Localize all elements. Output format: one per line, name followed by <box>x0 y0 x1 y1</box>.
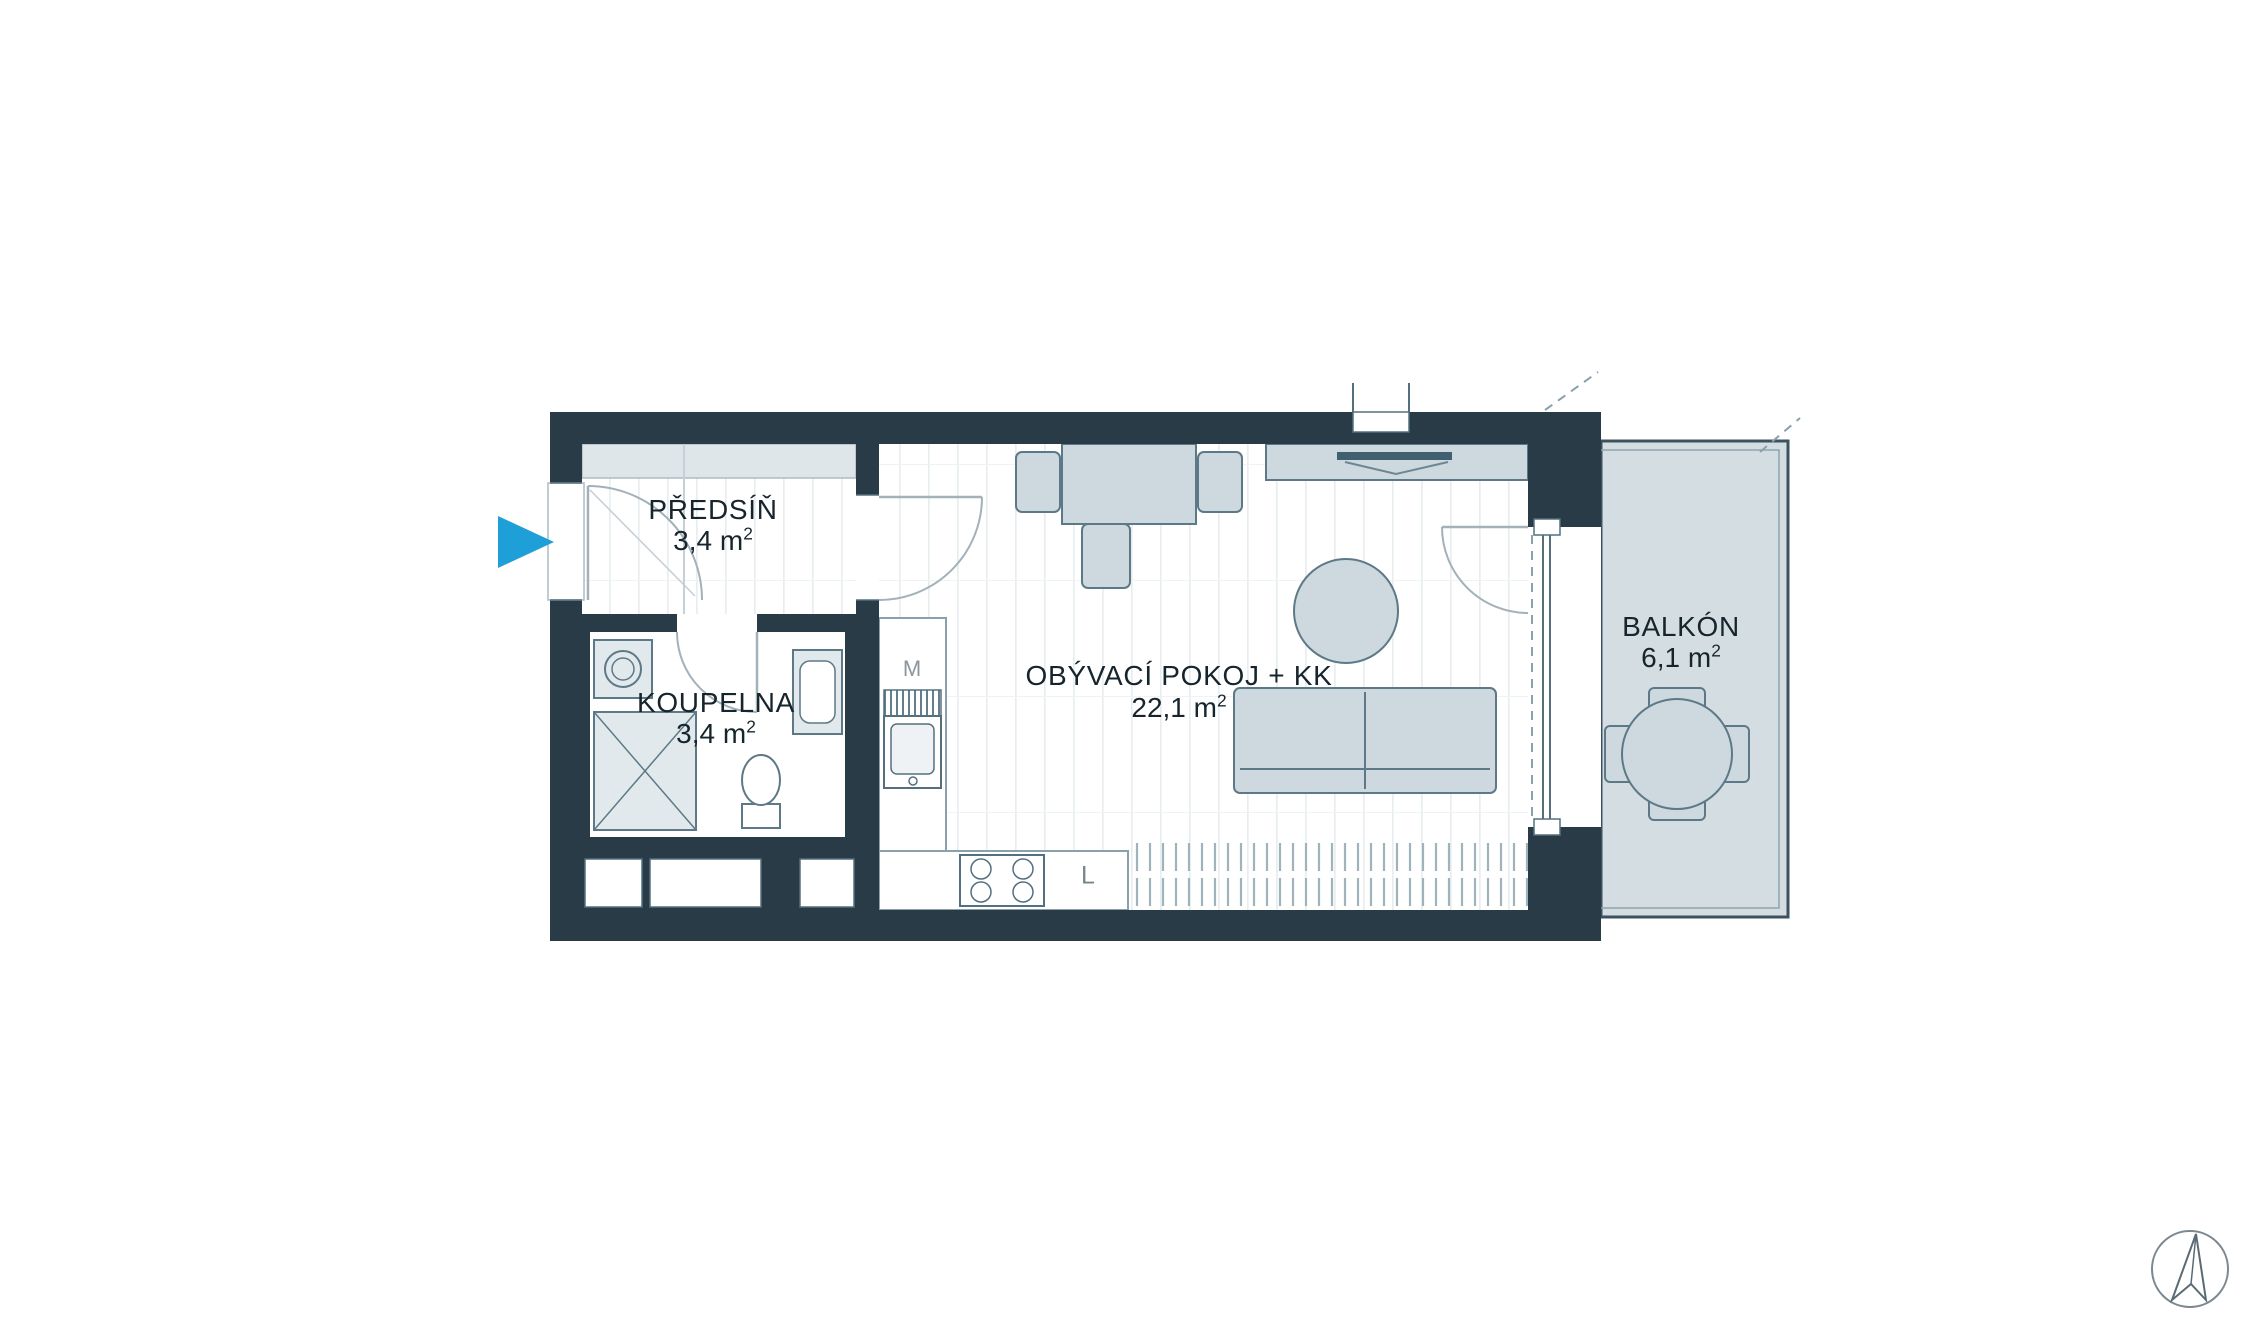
bathroom-fixtures <box>593 639 843 831</box>
wall-notch <box>1352 411 1410 433</box>
shower <box>593 711 697 831</box>
room-area-koupelna: 3,4 m2 <box>676 716 756 749</box>
room-label-obyvaci-pokoj: OBÝVACÍ POKOJ + KK <box>1025 660 1333 691</box>
room-area-balkon: 6,1 m2 <box>1641 640 1721 673</box>
bathroom-sink <box>792 649 843 735</box>
kitchen <box>878 617 1528 911</box>
glass-door-frame-bottom <box>1533 818 1561 836</box>
dining-chair-front <box>1081 523 1131 589</box>
wall-niches <box>584 858 855 908</box>
room-label-koupelna: KOUPELNA <box>636 687 796 718</box>
living-room-floor <box>879 444 1528 910</box>
wall-right-top <box>1528 412 1601 527</box>
entrance-door-arc <box>587 485 703 601</box>
balcony <box>1599 439 1790 919</box>
niche-2 <box>649 858 762 908</box>
entrance-door-opening <box>547 482 585 601</box>
wall-top <box>550 412 1601 444</box>
appliance-marker-m: M <box>902 656 922 681</box>
washing-machine <box>593 639 653 699</box>
walls <box>550 412 1601 941</box>
balcony-table <box>1621 698 1733 810</box>
niche-3 <box>799 858 855 908</box>
wall-right-bottom <box>1528 827 1601 941</box>
dining-chair-left <box>1015 451 1061 513</box>
hall-living-door-arc <box>878 496 983 601</box>
round-rug <box>1293 558 1399 664</box>
balcony-door-arc <box>1441 526 1529 614</box>
dining-chair-right <box>1197 451 1243 513</box>
kitchen-drainer <box>883 689 942 717</box>
kitchen-sink <box>883 715 942 789</box>
living-room-furniture <box>1015 443 1529 794</box>
wall-marks <box>1352 371 1801 453</box>
room-label-predsin: PŘEDSÍŇ <box>648 494 778 525</box>
niche-1 <box>584 858 643 908</box>
wall-bathroom-right <box>845 614 879 847</box>
doors <box>547 482 1529 713</box>
glass-door-frame-top <box>1533 518 1561 536</box>
wall-bathroom-top-right <box>757 614 856 632</box>
wall-left-top <box>550 412 582 483</box>
room-area-predsin: 3,4 m2 <box>673 523 753 556</box>
bathroom-door-arc <box>676 631 758 713</box>
appliance-marker-l: L <box>1081 861 1095 890</box>
balcony-glass-door <box>1531 518 1561 836</box>
north-compass-icon <box>2151 1230 2229 1308</box>
room-label-balkon: BALKÓN <box>1622 611 1740 642</box>
dining-table <box>1061 443 1197 525</box>
area-rug <box>1128 841 1528 910</box>
room-area-obyvaci-pokoj: 22,1 m2 <box>1131 690 1227 723</box>
tv <box>1337 452 1452 460</box>
wall-bathroom-top-left <box>582 614 677 632</box>
toilet <box>741 754 781 829</box>
wall-bathroom-left <box>582 614 590 847</box>
hallway-wardrobe <box>581 443 857 614</box>
sofa <box>1233 687 1497 794</box>
stove <box>959 854 1045 907</box>
balcony-door-threshold <box>1528 527 1601 827</box>
entrance-arrow-icon <box>498 516 554 568</box>
tv-stand-lines <box>1344 461 1449 476</box>
wall-hall-divider-top <box>856 444 879 495</box>
